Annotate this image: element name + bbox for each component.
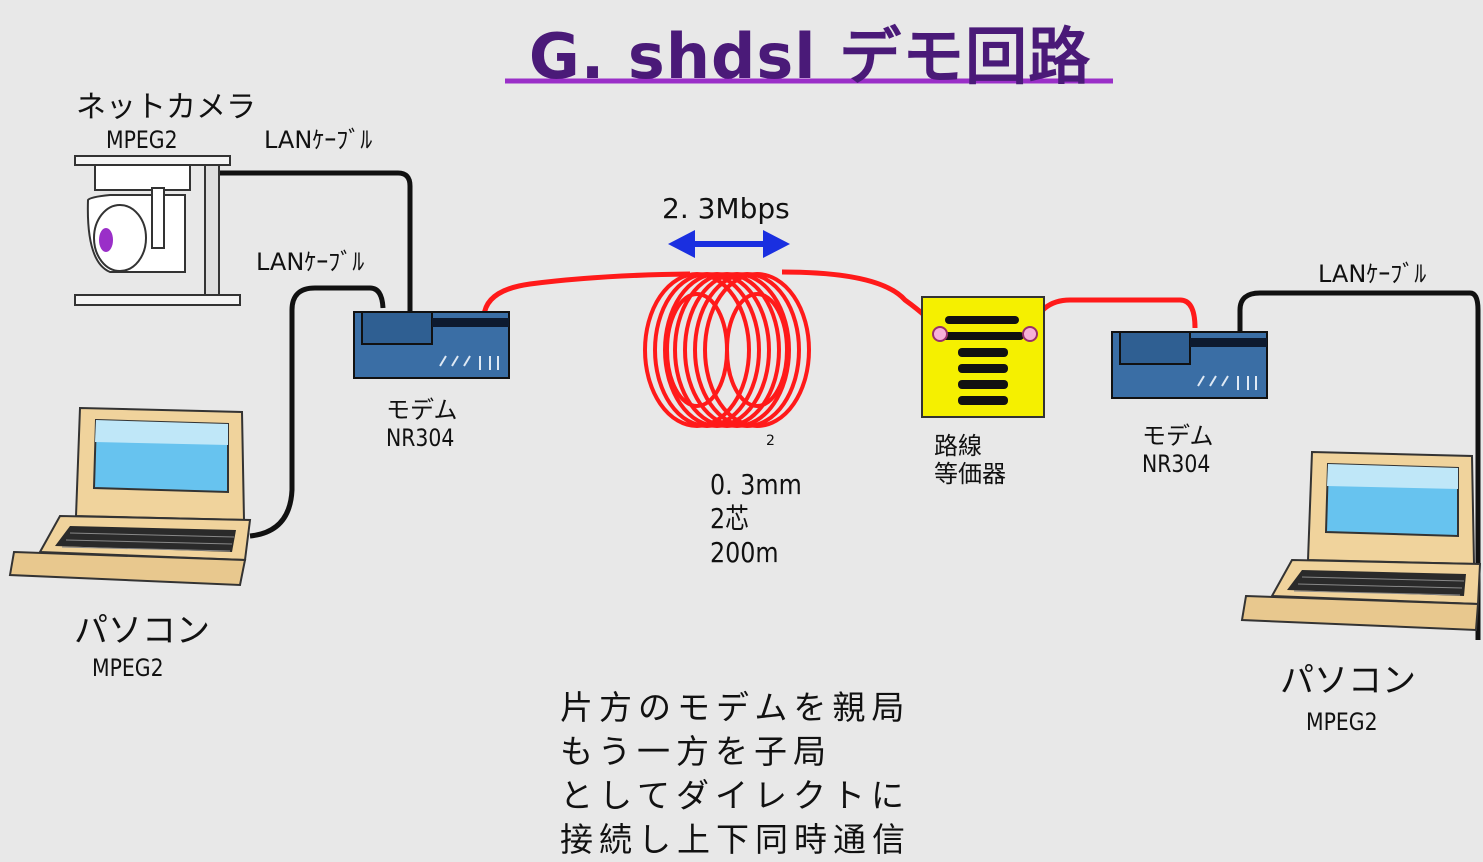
link-speed-label: 2. 3Mbps (662, 192, 790, 225)
pc-right-codec-label: MPEG2 (1306, 708, 1378, 736)
cable-spec-mark: 2 (766, 433, 775, 449)
modem-right-icon (1111, 331, 1268, 399)
note-line: としてダイレクトに (560, 776, 911, 815)
modem-left-model-label: NR304 (386, 424, 455, 452)
line-equalizer-icon (921, 296, 1045, 418)
camera-codec-label: MPEG2 (106, 126, 178, 154)
cable-coil (643, 272, 811, 428)
page-title: G. shdsl デモ回路 (528, 20, 1092, 93)
pc-left-lan-label: LANｹｰﾌﾞﾙ (256, 248, 365, 276)
net-camera-icon (74, 155, 241, 306)
signal-line-right (1027, 297, 1198, 333)
equalizer-label-line2: 等価器 (934, 460, 1006, 488)
cable-pairs-label: 2芯 (710, 502, 749, 535)
pc-left-icon (8, 406, 252, 587)
pc-left-name-label: パソコン (74, 611, 210, 651)
note-line: 片方のモデムを親局 (560, 688, 911, 727)
pc-right-name-label: パソコン (1280, 661, 1416, 701)
pc-left-codec-label: MPEG2 (92, 654, 164, 682)
modem-left-icon (353, 311, 510, 379)
signal-line-left (481, 271, 691, 317)
camera-name-label: ネットカメラ (76, 90, 256, 125)
speed-double-arrow (668, 230, 790, 258)
note-line: 接続し上下同時通信 (560, 820, 911, 859)
pc-right-lan-label: LANｹｰﾌﾞﾙ (1318, 260, 1427, 288)
pc-right-icon (1240, 450, 1482, 632)
modem-left-name-label: モデム (386, 396, 458, 424)
pc-right-lan-cable (1237, 290, 1481, 640)
note-text: 片方のモデムを親局 もう一方を子局 としてダイレクトに 接続し上下同時通信 (560, 686, 911, 862)
cable-length-label: 200m (710, 536, 779, 569)
modem-right-model-label: NR304 (1142, 450, 1211, 478)
camera-lan-label: LANｹｰﾌﾞﾙ (264, 126, 373, 154)
equalizer-label-line1: 路線 (934, 432, 982, 460)
modem-right-name-label: モデム (1142, 422, 1214, 450)
note-line: もう一方を子局 (560, 732, 833, 771)
cable-diameter-label: 0. 3mm (710, 468, 802, 501)
camera-lan-cable (210, 170, 413, 318)
pc-left-lan-cable (249, 285, 386, 539)
